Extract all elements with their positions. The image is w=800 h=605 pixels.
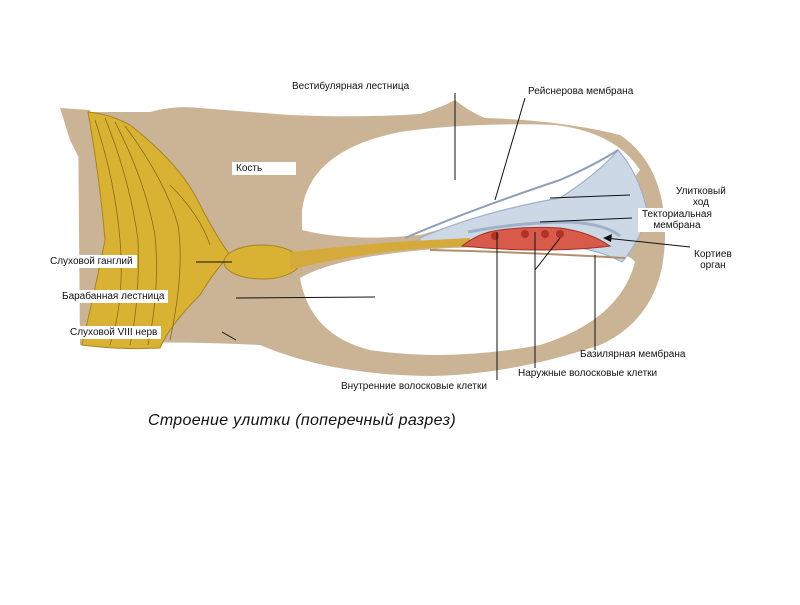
basilar-membrane	[429, 249, 626, 259]
label-reissner-membrane: Рейснерова мембрана	[528, 86, 634, 97]
label-outer-hair-cells: Наружные волосковые клетки	[518, 368, 658, 379]
diagram-caption: Строение улитки (поперечный разрез)	[148, 412, 457, 429]
spiral-ganglion	[223, 244, 301, 280]
tectorial-membrane	[467, 220, 621, 238]
label-auditory-nerve: Слуховой VIII нерв	[66, 326, 162, 339]
label-vestibular-scala: Вестибулярная лестница	[292, 81, 410, 92]
label-tympanic-scala: Барабанная лестница	[58, 290, 169, 303]
label-bone: Кость	[232, 162, 296, 175]
organ-arrow	[603, 234, 612, 242]
organ-of-corti-shape	[460, 226, 612, 251]
label-cochlear-duct: Улитковый ход	[676, 186, 726, 208]
scala-vestibuli-cavity	[302, 124, 640, 238]
scala-tympani-cavity	[300, 247, 635, 355]
ganglion-fibers	[290, 238, 470, 270]
nerve-fibers	[94, 117, 211, 346]
leader-lines	[196, 93, 691, 380]
label-basilar-membrane: Базилярная мембрана	[580, 349, 686, 360]
label-organ-of-corti: Кортиев орган	[694, 249, 732, 271]
label-tectorial-membrane: Текториальная мембрана	[638, 208, 716, 232]
reissner-membrane	[404, 149, 619, 239]
nerve-trunk	[81, 111, 231, 350]
label-spiral-ganglion: Слуховой ганглий	[46, 255, 137, 268]
label-inner-hair-cells: Внутренние волосковые клетки	[341, 381, 487, 392]
